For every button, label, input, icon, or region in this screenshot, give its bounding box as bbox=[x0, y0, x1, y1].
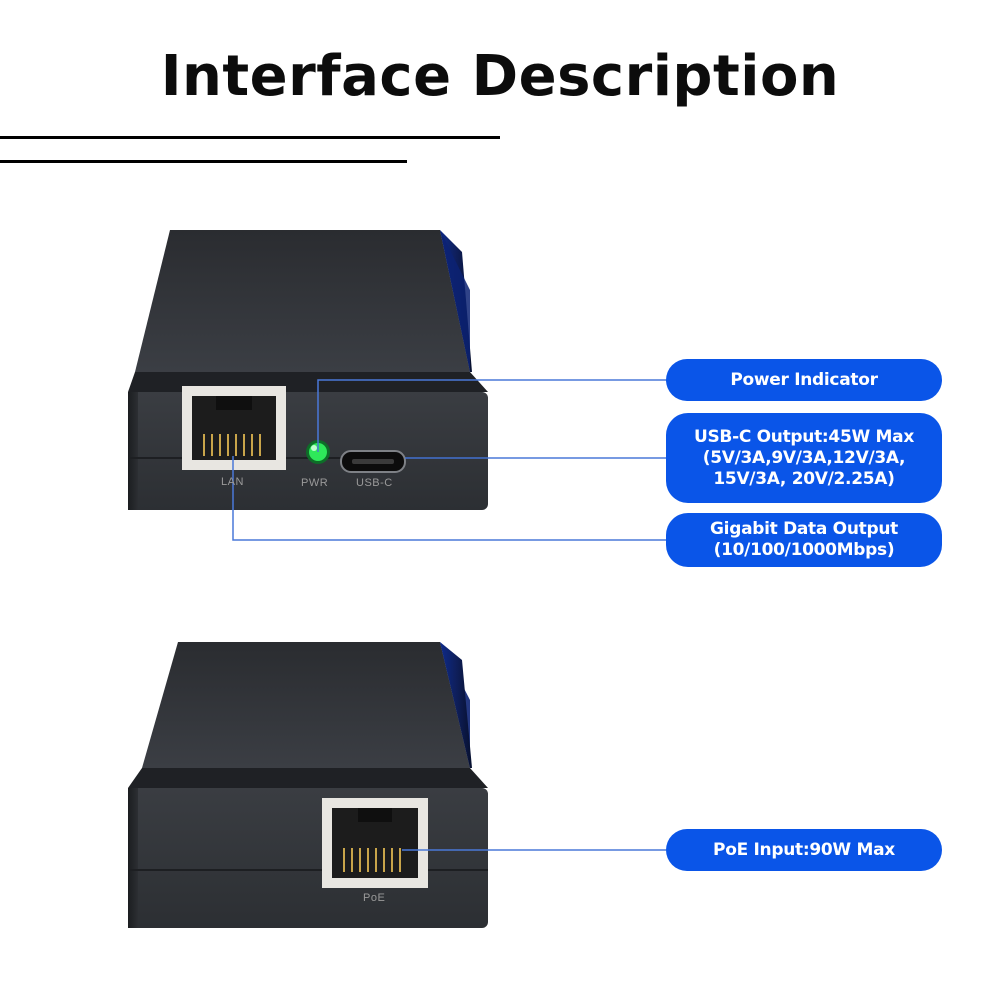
lan-port-label: LAN bbox=[221, 476, 244, 488]
usbc-port bbox=[340, 450, 406, 473]
lan-port bbox=[182, 386, 286, 470]
page-title: Interface Description bbox=[160, 44, 840, 109]
title-underline-long bbox=[0, 136, 500, 139]
gigabit-output-line2: (10/100/1000Mbps) bbox=[713, 540, 895, 560]
poe-input-callout: PoE Input:90W Max bbox=[666, 829, 942, 871]
poe-port-label: PoE bbox=[363, 892, 386, 904]
pwr-led-label: PWR bbox=[301, 477, 329, 489]
usbc-port-label: USB-C bbox=[356, 477, 393, 489]
usbc-output-line1: USB-C Output:45W Max bbox=[693, 426, 914, 447]
gigabit-output-line1: Gigabit Data Output bbox=[710, 519, 898, 539]
usbc-output-callout: USB-C Output:45W Max (5V/3A,9V/3A,12V/3A… bbox=[666, 413, 942, 503]
device-top bbox=[128, 230, 666, 541]
gigabit-output-callout: Gigabit Data Output (10/100/1000Mbps) bbox=[666, 513, 942, 567]
poe-port bbox=[322, 798, 428, 888]
power-indicator-text: Power Indicator bbox=[730, 369, 878, 390]
usbc-output-line3: 15V/3A, 20V/2.25A) bbox=[713, 468, 895, 489]
poe-input-text: PoE Input:90W Max bbox=[713, 839, 895, 860]
callout-lines-top bbox=[232, 379, 666, 541]
power-indicator-callout: Power Indicator bbox=[666, 359, 942, 401]
device-bottom bbox=[128, 642, 666, 928]
title-underline-short bbox=[0, 160, 407, 163]
usbc-output-line2: (5V/3A,9V/3A,12V/3A, bbox=[702, 447, 906, 468]
